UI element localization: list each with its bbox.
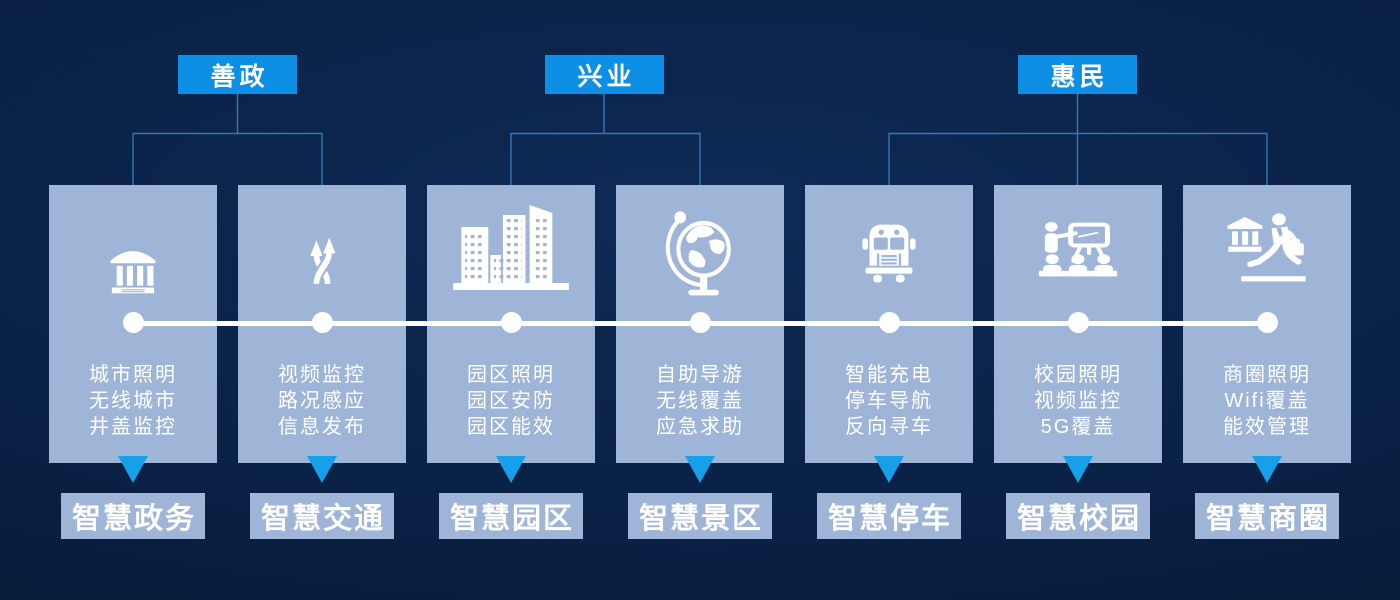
- label-smart-business-district: 智慧商圈: [1195, 493, 1339, 539]
- feature-line: 井盖监控: [89, 416, 177, 438]
- timeline-dot: [878, 312, 900, 333]
- traffic-arrows-icon: [310, 237, 336, 285]
- timeline-dot: [500, 312, 522, 333]
- label-text: 智慧商圈: [1205, 503, 1330, 535]
- card-feature-list: 商圈照明 Wifi覆盖 能效管理: [1183, 362, 1351, 440]
- down-arrow-icon: [1063, 456, 1093, 483]
- government-building-icon: [110, 251, 156, 294]
- label-text: 智慧园区: [449, 503, 574, 535]
- label-text: 智慧景区: [638, 503, 763, 535]
- card-feature-list: 视频监控 路况感应 信息发布: [238, 362, 406, 440]
- tab-label: 惠民: [1050, 62, 1109, 91]
- classroom-icon: [1038, 221, 1118, 277]
- feature-line: 停车导航: [845, 390, 933, 412]
- feature-line: 5G覆盖: [1040, 416, 1116, 438]
- feature-line: 信息发布: [278, 416, 366, 438]
- label-smart-park: 智慧园区: [439, 493, 583, 539]
- down-arrow-icon: [307, 456, 337, 483]
- timeline-dot: [311, 312, 333, 333]
- globe-icon: [665, 211, 731, 296]
- label-smart-scenic-area: 智慧景区: [628, 493, 772, 539]
- feature-line: 反向寻车: [845, 416, 933, 438]
- label-smart-government: 智慧政务: [61, 493, 205, 539]
- feature-line: 园区照明: [467, 364, 555, 386]
- feature-line: 商圈照明: [1223, 364, 1311, 386]
- feature-line: 智能充电: [845, 364, 933, 386]
- feature-line: 校园照明: [1034, 364, 1122, 386]
- card-feature-list: 自助导游 无线覆盖 应急求助: [616, 362, 784, 440]
- down-arrow-icon: [118, 456, 148, 483]
- city-buildings-icon: [453, 205, 569, 290]
- label-text: 智慧停车: [827, 503, 952, 535]
- feature-line: 视频监控: [278, 364, 366, 386]
- label-smart-parking: 智慧停车: [817, 493, 961, 539]
- feature-line: Wifi覆盖: [1224, 390, 1310, 412]
- timeline-dot: [122, 312, 144, 333]
- card-feature-list: 园区照明 园区安防 园区能效: [427, 362, 595, 440]
- label-text: 智慧交通: [260, 503, 385, 535]
- feature-line: 自助导游: [656, 364, 744, 386]
- label-smart-traffic: 智慧交通: [250, 493, 394, 539]
- feature-line: 无线城市: [89, 390, 177, 412]
- card-feature-list: 智能充电 停车导航 反向寻车: [805, 362, 973, 440]
- timeline-dot: [1067, 312, 1089, 333]
- feature-line: 视频监控: [1034, 390, 1122, 412]
- timeline-dot: [689, 312, 711, 333]
- tab-benefit-people: 惠民: [1018, 55, 1137, 94]
- tab-label: 善政: [210, 62, 269, 91]
- school-bus-icon: [862, 224, 916, 283]
- label-text: 智慧校园: [1016, 503, 1141, 535]
- feature-line: 园区安防: [467, 390, 555, 412]
- down-arrow-icon: [685, 456, 715, 483]
- tab-thriving-business: 兴业: [545, 55, 664, 94]
- down-arrow-icon: [1252, 456, 1282, 483]
- down-arrow-icon: [496, 456, 526, 483]
- feature-line: 城市照明: [89, 364, 177, 386]
- label-text: 智慧政务: [71, 503, 196, 535]
- timeline-dot: [1256, 312, 1278, 333]
- feature-line: 园区能效: [467, 416, 555, 438]
- feature-line: 无线覆盖: [656, 390, 744, 412]
- tab-good-governance: 善政: [178, 55, 297, 94]
- card-feature-list: 校园照明 视频监控 5G覆盖: [994, 362, 1162, 440]
- commerce-walker-icon: [1227, 213, 1306, 282]
- feature-line: 应急求助: [656, 416, 744, 438]
- card-feature-list: 城市照明 无线城市 井盖监控: [49, 362, 217, 440]
- tab-label: 兴业: [577, 62, 636, 91]
- feature-line: 能效管理: [1223, 416, 1311, 438]
- label-smart-campus: 智慧校园: [1006, 493, 1150, 539]
- down-arrow-icon: [874, 456, 904, 483]
- feature-line: 路况感应: [278, 390, 366, 412]
